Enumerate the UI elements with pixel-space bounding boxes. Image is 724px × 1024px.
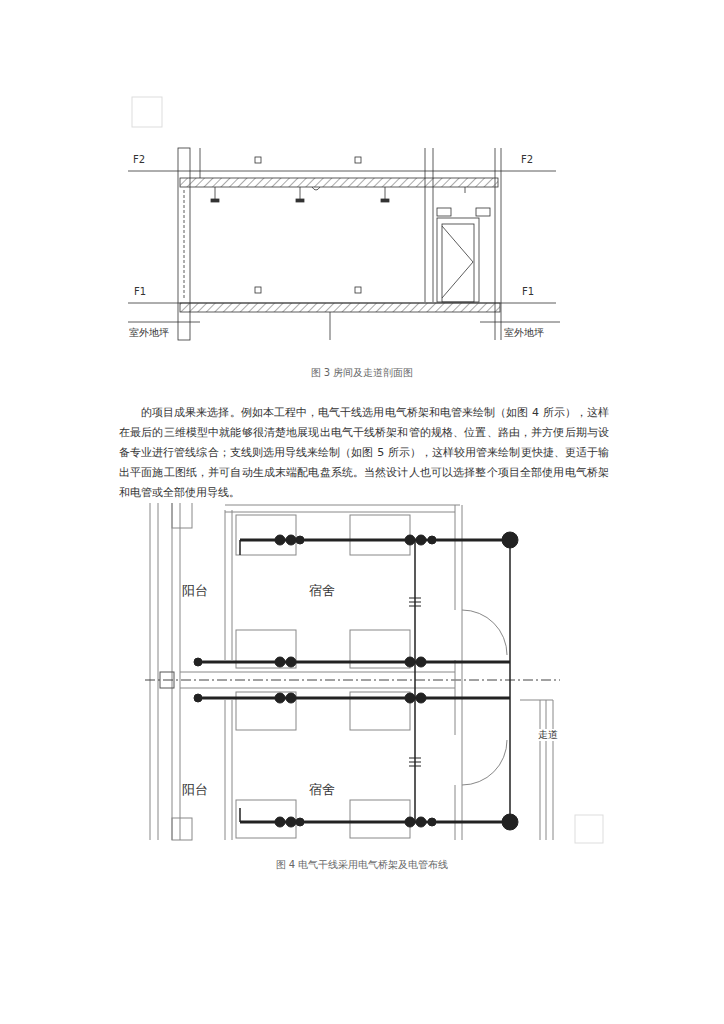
- plan-drawing: [145, 495, 560, 840]
- body-paragraph: 的项目成果来选择。例如本工程中，电气干线选用电气桥架和电管来绘制（如图 4 所示…: [118, 403, 610, 503]
- figure-caption: 图 3 房间及走道剖面图: [310, 367, 415, 379]
- ground-label: 室外地坪: [503, 327, 545, 339]
- ground-label: 室外地坪: [128, 327, 170, 339]
- blank-box: [132, 97, 162, 127]
- level-label: F2: [520, 154, 534, 166]
- room-label: 阳台: [181, 783, 209, 798]
- blank-box: [575, 815, 603, 843]
- room-label: 阳台: [181, 584, 209, 599]
- cable-tray: [194, 532, 518, 830]
- room-label: 宿舍: [308, 783, 336, 798]
- figure-caption: 图 4 电气干线采用电气桥架及电管布线: [275, 859, 450, 871]
- level-label: F1: [133, 286, 147, 298]
- section-drawing: [128, 148, 560, 340]
- room-label: 走道: [537, 729, 559, 741]
- room-label: 宿舍: [308, 584, 336, 599]
- level-label: F2: [132, 154, 146, 166]
- level-label: F1: [521, 286, 535, 298]
